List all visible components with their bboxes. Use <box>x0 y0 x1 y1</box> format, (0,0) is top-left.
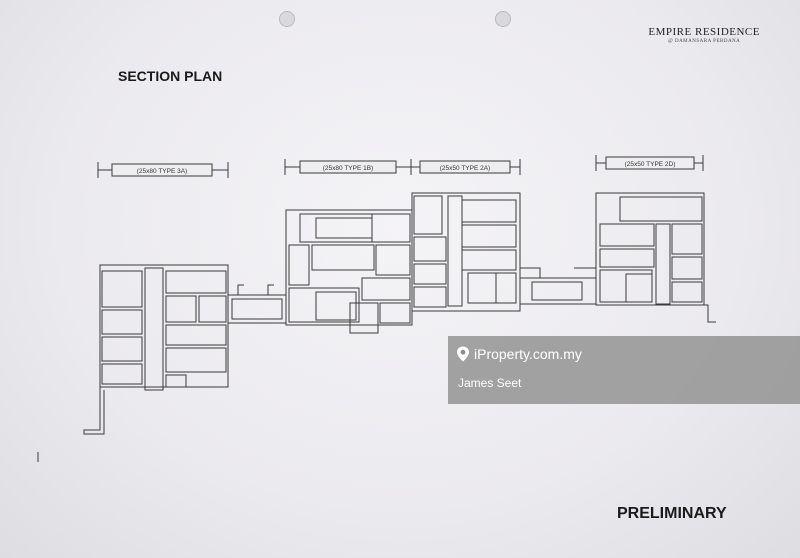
watermark-logo: iProperty.com.my <box>456 346 582 362</box>
watermark-banner: iProperty.com.my James Seet <box>448 336 800 404</box>
punch-hole-right <box>495 11 511 27</box>
dimension-line-2d <box>595 155 704 171</box>
brand-name: EMPIRE RESIDENCE <box>648 26 760 38</box>
brand-subtitle: @ DAMANSARA PERDANA <box>668 39 741 44</box>
brand-logo: EMPIRE RESIDENCE @ DAMANSARA PERDANA <box>648 26 760 44</box>
unit-label-3a: (25x80 TYPE 3A) <box>137 168 187 175</box>
watermark-agent: James Seet <box>458 376 522 390</box>
block-type-2d <box>595 192 716 323</box>
punch-hole-left <box>279 11 295 27</box>
unit-label-2d: (25x50 TYPE 2D) <box>625 161 676 168</box>
location-pin-icon <box>457 346 469 362</box>
page-title: SECTION PLAN <box>118 68 223 84</box>
dimension-line-1b <box>284 159 412 175</box>
connector-3a-1b <box>227 284 287 324</box>
block-type-3a <box>83 264 229 435</box>
preliminary-label: PRELIMINARY <box>617 505 727 522</box>
unit-label-1b: (25x80 TYPE 1B) <box>323 165 373 172</box>
unit-label-2a: (25x50 TYPE 2A) <box>440 165 490 172</box>
dimension-line-3a <box>97 162 229 178</box>
dimension-line-2a <box>411 159 521 175</box>
watermark-site: iProperty.com.my <box>474 346 582 362</box>
block-type-2a <box>411 192 521 312</box>
connector-2a-2d <box>519 267 597 305</box>
block-type-1b <box>285 209 413 334</box>
